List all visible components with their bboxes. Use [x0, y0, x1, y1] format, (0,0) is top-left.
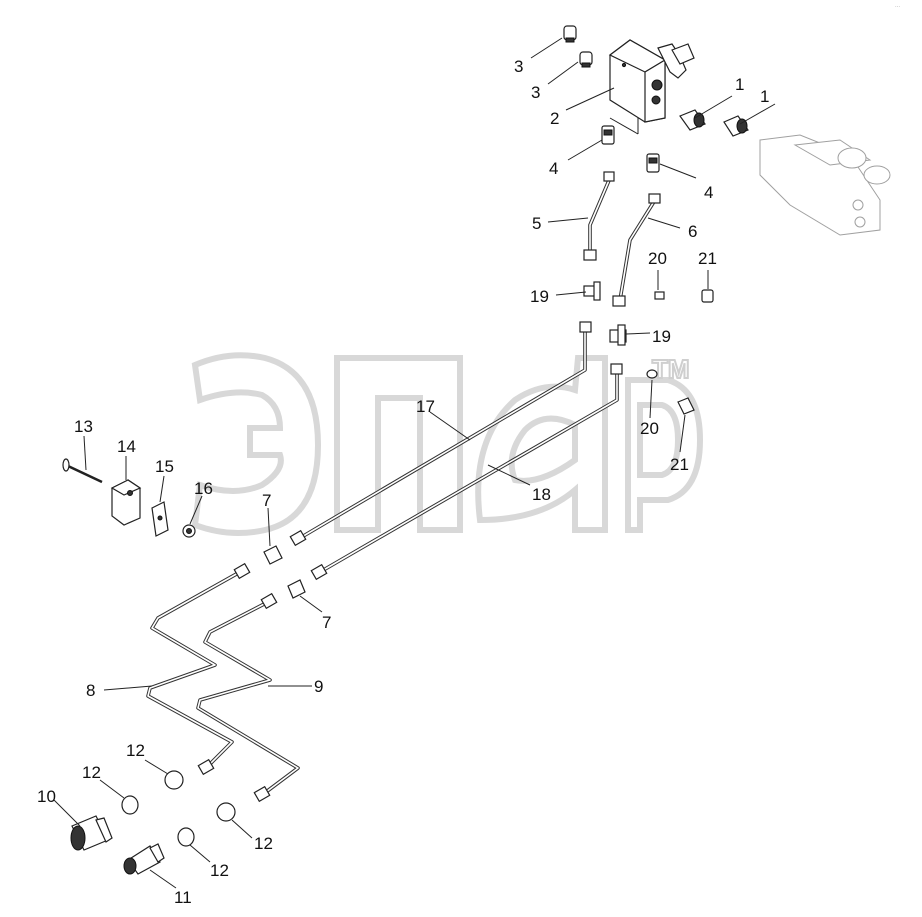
plug-3-upper [563, 25, 577, 43]
callout-16: 16 [194, 479, 213, 498]
clamp-block-14 [110, 479, 142, 526]
callout-1-left: 1 [735, 75, 744, 94]
callout-4-right: 4 [704, 183, 713, 202]
callout-12-a: 12 [126, 741, 145, 760]
fitting-4-right [646, 153, 660, 173]
nut-20-lower [646, 369, 658, 379]
callout-20-lower: 20 [640, 419, 659, 438]
callout-12-c: 12 [254, 834, 273, 853]
callout-19-upper: 19 [530, 287, 549, 306]
callout-20-upper: 20 [648, 249, 667, 268]
callout-2: 2 [550, 109, 559, 128]
callout-12-d: 12 [210, 861, 229, 880]
callout-15: 15 [155, 457, 174, 476]
cap-21-upper [701, 289, 714, 303]
adapter-1-right [723, 115, 749, 137]
callout-3-lower: 3 [531, 83, 540, 102]
tube-5 [583, 171, 615, 261]
callout-21-upper: 21 [698, 249, 717, 268]
nut-16 [182, 524, 196, 538]
plug-3-lower [579, 51, 593, 68]
callout-3-upper: 3 [514, 57, 523, 76]
callout-7-lower: 7 [322, 613, 331, 632]
callout-19-lower: 19 [652, 327, 671, 346]
callout-12-b: 12 [82, 763, 101, 782]
plate-15 [151, 501, 169, 537]
callout-5: 5 [532, 214, 541, 233]
callout-10: 10 [37, 787, 56, 806]
bolt-13 [62, 458, 103, 484]
cap-21-lower [677, 397, 695, 415]
callout-17: 17 [416, 397, 435, 416]
callout-6: 6 [688, 222, 697, 241]
callout-18: 18 [532, 485, 551, 504]
tube-18 [310, 363, 623, 581]
adapter-1-left [679, 109, 706, 131]
tube-9 [196, 592, 300, 803]
watermark-logo: TM [191, 352, 704, 536]
callout-7-upper: 7 [262, 491, 271, 510]
ghost-valve-assembly [759, 134, 891, 236]
union-7-lower [287, 579, 306, 599]
callout-1-right: 1 [760, 87, 769, 106]
callout-9: 9 [314, 677, 323, 696]
callout-14: 14 [117, 437, 136, 456]
callout-13: 13 [74, 417, 93, 436]
callout-8: 8 [86, 681, 95, 700]
coupler-11 [123, 843, 165, 875]
leader-lines [53, 37, 776, 889]
tube-6 [612, 193, 661, 307]
tube-8 [146, 562, 251, 776]
coupler-10 [70, 815, 113, 851]
valve-block [608, 39, 695, 123]
nut-20-upper [654, 291, 665, 300]
tee-19-lower [609, 324, 627, 346]
union-7-upper [263, 545, 283, 565]
callout-21-lower: 21 [670, 455, 689, 474]
watermark-tm: TM [652, 354, 690, 384]
o-ring-12-b [121, 795, 139, 815]
o-ring-12-d [177, 827, 195, 847]
tube-17 [289, 321, 592, 547]
callout-11: 11 [174, 888, 192, 907]
o-ring-12-a [164, 770, 184, 790]
o-ring-12-c [216, 802, 236, 822]
callout-4-left: 4 [549, 159, 558, 178]
tee-19-upper [583, 281, 601, 301]
corner-mark: ··· [895, 4, 900, 10]
fitting-4-left [601, 125, 615, 145]
callout-labels: 1 1 2 3 3 4 4 5 6 7 7 8 9 10 11 12 12 12… [37, 57, 769, 907]
